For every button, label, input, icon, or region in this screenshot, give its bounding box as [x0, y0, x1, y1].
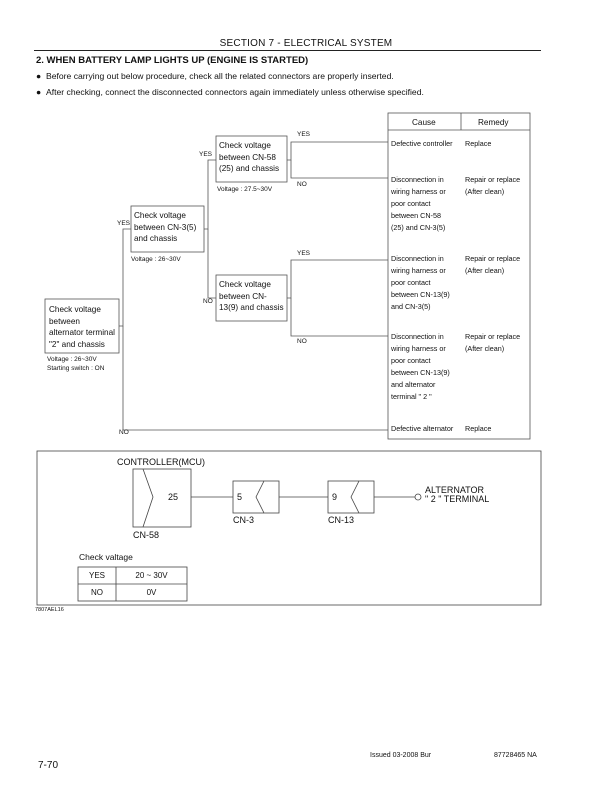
page-number: 7-70 — [38, 760, 59, 771]
cn58-note: Voltage : 27.5~30V — [217, 186, 273, 193]
controller-label: CONTROLLER(MCU) — [117, 457, 206, 467]
cn58-connector — [132, 468, 192, 528]
table-row-remedy: Replace — [465, 424, 492, 433]
no-label: NO — [297, 338, 307, 345]
cn58-box-text: Check voltage between CN-58 (25) and cha… — [219, 141, 280, 173]
yes-label: YES — [297, 131, 311, 138]
figure-code: 7807AEL16 — [35, 607, 64, 613]
section-header: SECTION 7 - ELECTRICAL SYSTEM — [219, 38, 393, 49]
pin-label: 25 — [168, 492, 179, 502]
no-label: NO — [203, 298, 213, 305]
cn13-box-text: Check voltage between CN- 13(9) and chas… — [219, 280, 284, 312]
yes-label: YES — [297, 250, 311, 257]
cn3-box-text: Check voltage between CN-3(5) and chassi… — [134, 211, 197, 243]
bullet-dot-icon: ● — [36, 87, 42, 97]
start-note: Voltage : 26~30V Starting switch : ON — [47, 356, 105, 372]
cn3-note: Voltage : 26~30V — [131, 256, 181, 263]
table-row-cause: Disconnection in wiring harness or poor … — [391, 254, 450, 311]
check-voltage-title: Check valtage — [79, 552, 133, 562]
bullet-item: ●Before carrying out below procedure, ch… — [36, 71, 394, 81]
check-value: 20 ~ 30V — [135, 571, 168, 580]
check-value: 0V — [146, 588, 157, 597]
connector-label: CN-3 — [233, 515, 255, 525]
circuit-frame — [36, 450, 542, 606]
document-number: 87728465 NA — [494, 752, 537, 759]
bullet-dot-icon: ● — [36, 71, 42, 81]
table-row-cause: Defective controller — [391, 139, 453, 148]
header-rule — [34, 50, 541, 51]
bullet-item: ●After checking, connect the disconnecte… — [36, 87, 424, 97]
issued-info: Issued 03-2008 Bur — [370, 752, 432, 759]
alternator-label: ALTERNATOR " 2 " TERMINAL — [425, 485, 490, 504]
yes-label: YES — [199, 151, 213, 158]
connector-label: CN-58 — [133, 530, 160, 540]
pin-label: 9 — [332, 492, 338, 502]
yes-label: YES — [117, 220, 131, 227]
pin-label: 5 — [237, 492, 243, 502]
table-row-remedy: Repair or replace (After clean) — [465, 332, 521, 353]
check-state: NO — [91, 588, 103, 597]
cause-remedy-table — [387, 112, 531, 440]
table-row-remedy: Replace — [465, 139, 492, 148]
start-box-text: Check voltage between alternator termina… — [49, 305, 115, 349]
check-state: YES — [88, 571, 105, 580]
no-label: NO — [297, 181, 307, 188]
page-title: 2. WHEN BATTERY LAMP LIGHTS UP (ENGINE I… — [36, 55, 309, 66]
connector-label: CN-13 — [328, 515, 355, 525]
no-label: NO — [119, 429, 129, 436]
table-header-remedy: Remedy — [478, 118, 509, 127]
table-header-cause: Cause — [412, 118, 436, 127]
table-row-cause: Disconnection in wiring harness or poor … — [391, 332, 450, 401]
table-row-remedy: Repair or replace (After clean) — [465, 175, 521, 196]
cn58-box — [215, 135, 288, 183]
table-row-remedy: Repair or replace (After clean) — [465, 254, 521, 275]
alternator-terminal-icon — [414, 493, 422, 501]
table-row-cause: Disconnection in wiring harness or poor … — [391, 175, 446, 232]
table-row-cause: Defective alternator — [391, 424, 454, 433]
